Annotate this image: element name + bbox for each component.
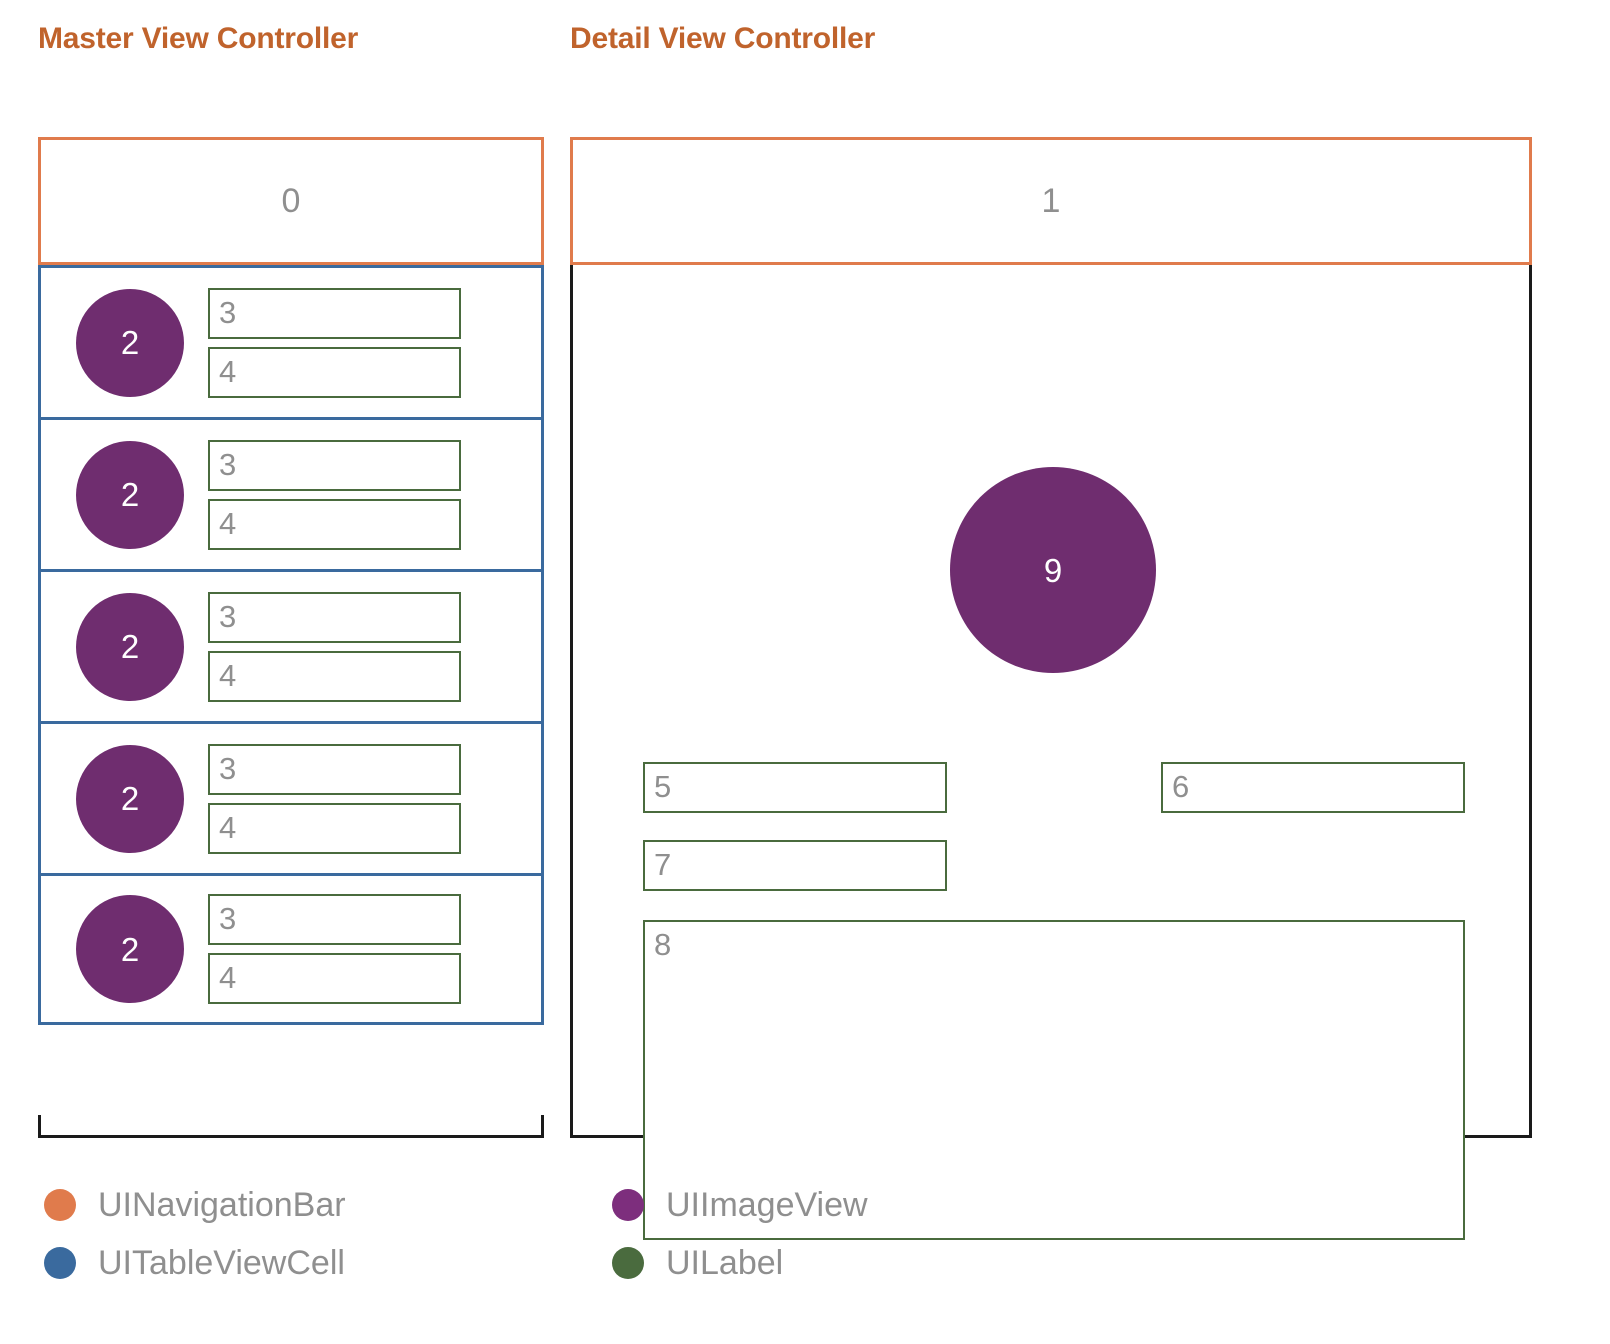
detail-view-controller-frame: 1 9 5 6 7 8 (570, 137, 1532, 1240)
table-row[interactable]: 2 3 4 (38, 417, 544, 569)
legend-item-label: UITableViewCell (98, 1244, 345, 1282)
legend-item: UILabel (612, 1240, 868, 1286)
image-view-color-icon (612, 1189, 644, 1221)
detail-label-left-top: 5 (643, 762, 947, 813)
cell-label-stack: 3 4 (208, 743, 461, 854)
cell-subtitle-label: 4 (208, 346, 461, 398)
detail-image-view: 9 (950, 467, 1156, 673)
cell-title-label: 3 (208, 894, 461, 945)
detail-view-controller-title: Detail View Controller (570, 22, 876, 55)
detail-label-left-second: 7 (643, 840, 947, 891)
cell-image-view: 2 (76, 440, 184, 549)
cell-subtitle-label: 4 (208, 802, 461, 854)
cell-subtitle-label: 4 (208, 650, 461, 702)
legend-item-label: UIImageView (666, 1186, 868, 1224)
navigation-bar-color-icon (44, 1189, 76, 1221)
cell-label-stack: 3 4 (208, 439, 461, 550)
cell-label-stack: 3 4 (208, 894, 461, 1004)
detail-label-right-top: 6 (1161, 762, 1465, 813)
cell-title-label: 3 (208, 743, 461, 795)
legend-item-label: UILabel (666, 1244, 784, 1282)
cell-image-view-label: 2 (120, 476, 140, 513)
legend-item-label: UINavigationBar (98, 1186, 346, 1224)
detail-navigation-bar[interactable]: 1 (570, 137, 1532, 265)
table-row[interactable]: 2 3 4 (38, 873, 544, 1025)
legend-item: UIImageView (612, 1182, 868, 1228)
table-row[interactable]: 2 3 4 (38, 265, 544, 417)
table-row[interactable]: 2 3 4 (38, 569, 544, 721)
cell-label-stack: 3 4 (208, 591, 461, 702)
master-navigation-bar[interactable]: 0 (38, 137, 544, 265)
cell-image-view-label: 2 (120, 780, 140, 817)
table-view-cell-color-icon (44, 1247, 76, 1279)
cell-title-label: 3 (208, 591, 461, 643)
detail-label-text-area: 8 (643, 920, 1465, 1240)
cell-label-stack: 3 4 (208, 287, 461, 398)
cell-title-label: 3 (208, 287, 461, 339)
legend-column-left: UINavigationBar UITableViewCell (44, 1182, 346, 1286)
table-row[interactable]: 2 3 4 (38, 721, 544, 873)
cell-image-view: 2 (76, 288, 184, 397)
cell-subtitle-label: 4 (208, 953, 461, 1004)
legend-item: UITableViewCell (44, 1240, 346, 1286)
detail-navigation-bar-label: 1 (1041, 182, 1061, 220)
master-view-controller-frame: 0 2 3 4 2 3 4 2 3 (38, 137, 544, 1138)
cell-image-view: 2 (76, 895, 184, 1003)
cell-image-view-label: 2 (120, 628, 140, 665)
detail-content-area: 9 5 6 7 8 (573, 265, 1529, 1240)
cell-image-view-label: 2 (120, 324, 140, 361)
master-navigation-bar-label: 0 (281, 182, 301, 220)
cell-image-view: 2 (76, 744, 184, 853)
detail-image-view-label: 9 (1043, 551, 1063, 589)
master-table-view[interactable]: 2 3 4 2 3 4 2 3 4 (38, 265, 544, 1115)
cell-title-label: 3 (208, 439, 461, 491)
master-view-controller-title: Master View Controller (38, 22, 359, 55)
cell-image-view: 2 (76, 592, 184, 701)
legend-column-right: UIImageView UILabel (612, 1182, 868, 1286)
cell-image-view-label: 2 (120, 930, 140, 968)
cell-subtitle-label: 4 (208, 498, 461, 550)
legend-item: UINavigationBar (44, 1182, 346, 1228)
table-view-empty-footer (38, 1025, 544, 1115)
label-color-icon (612, 1247, 644, 1279)
